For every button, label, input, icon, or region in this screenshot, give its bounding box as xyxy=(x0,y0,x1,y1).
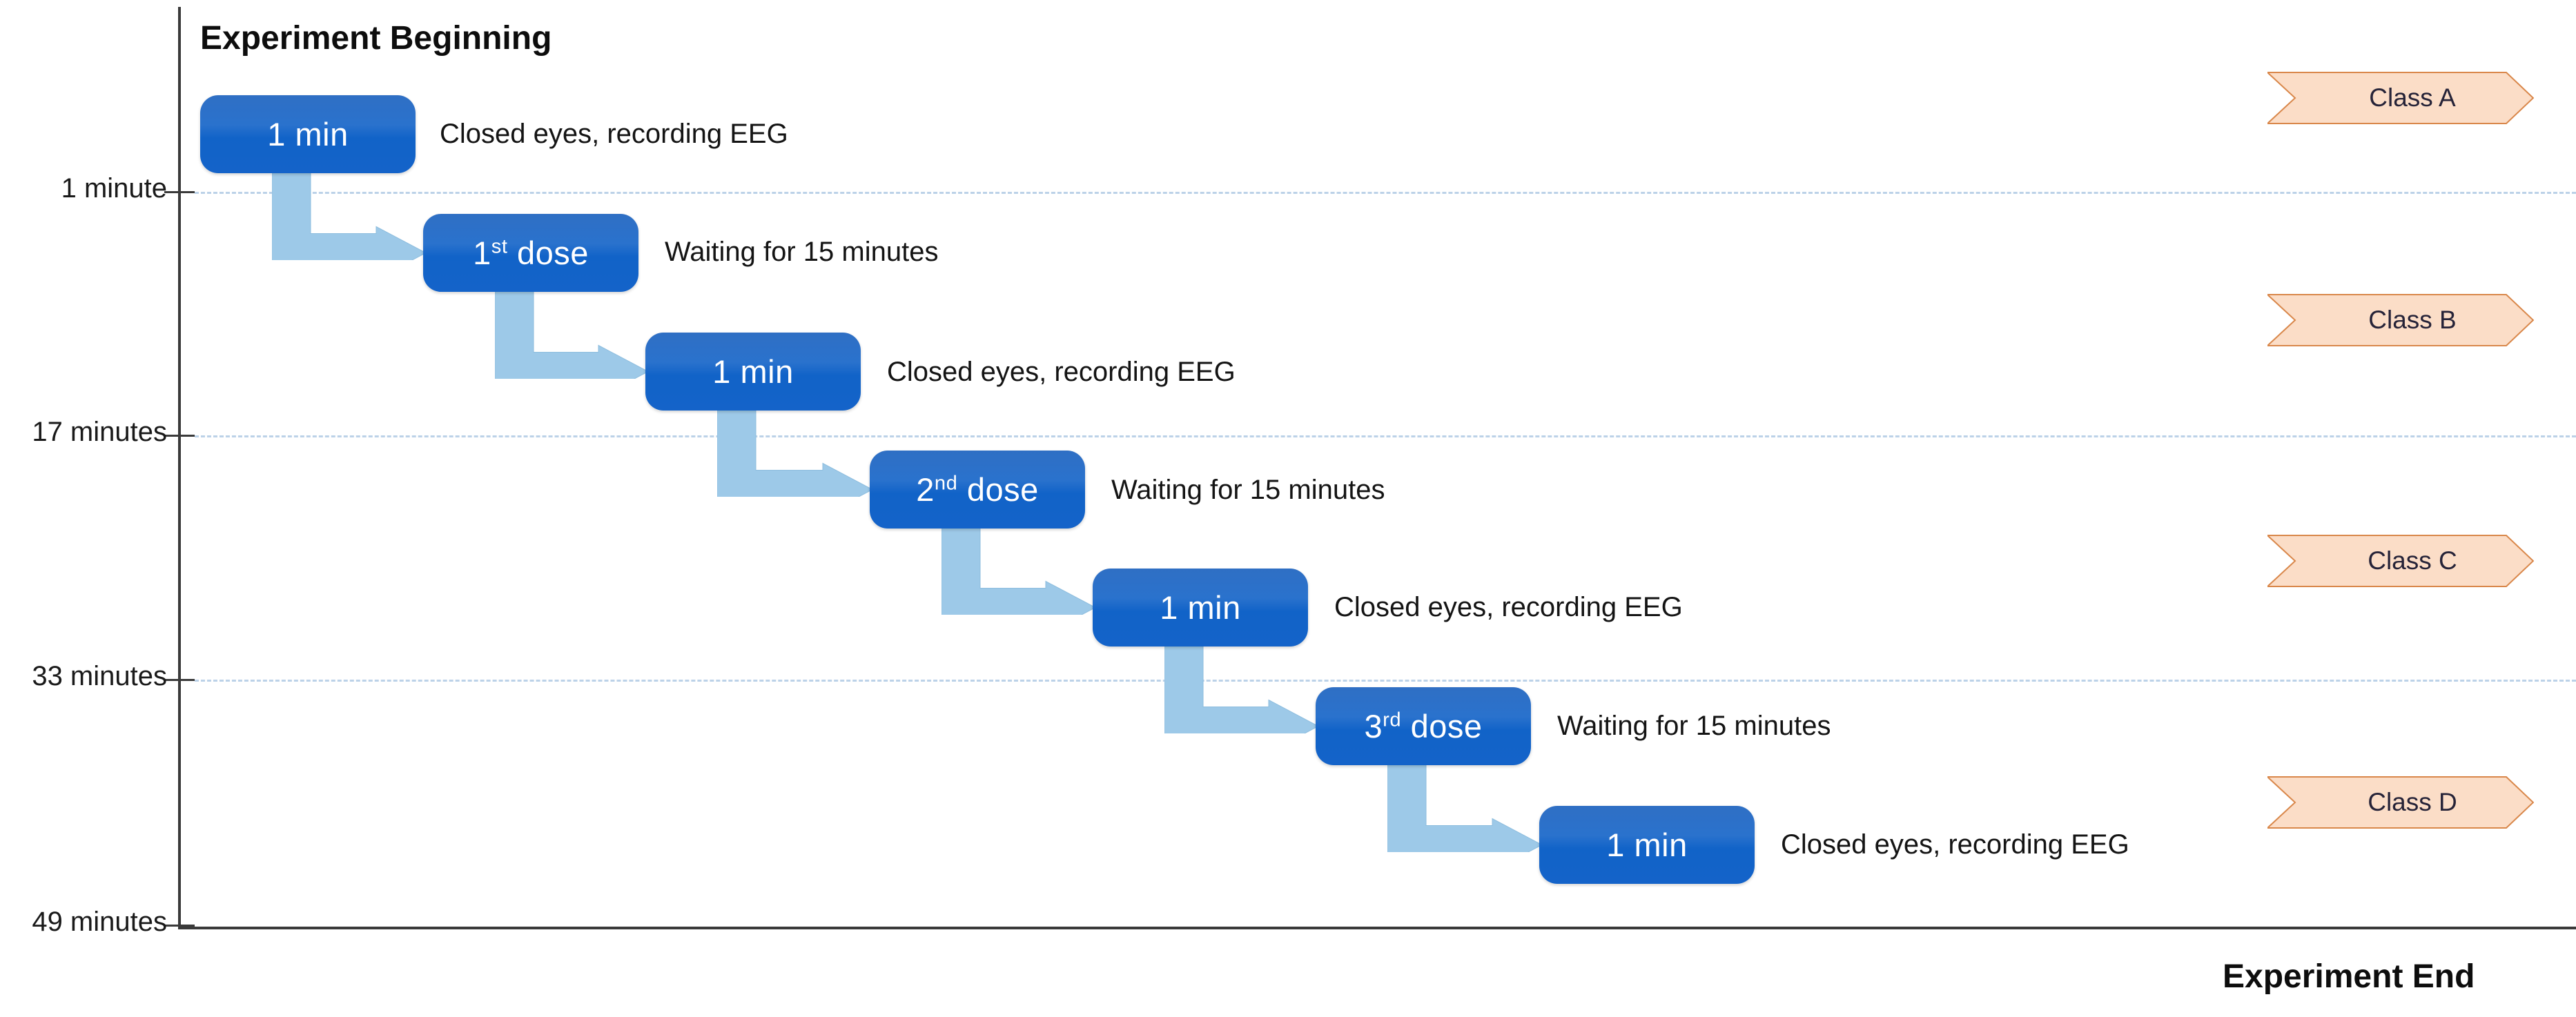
timeline-node-description: Closed eyes, recording EEG xyxy=(1334,592,1683,622)
timeline-node-label: 3rd dose xyxy=(1364,708,1483,744)
timeline-node-description: Closed eyes, recording EEG xyxy=(1781,829,2129,860)
axis-tick-mark xyxy=(164,435,195,437)
axis-tick-mark xyxy=(164,679,195,681)
timeline-node-label: 1 min xyxy=(712,353,794,390)
x-axis-line xyxy=(178,927,2576,929)
timeline-node[interactable]: 1st dose xyxy=(423,214,638,292)
class-chevron[interactable]: Class C xyxy=(2267,535,2534,587)
timeline-node-description: Waiting for 15 minutes xyxy=(665,237,939,267)
timeline-node[interactable]: 1 min xyxy=(1539,806,1755,884)
timeline-node[interactable]: 3rd dose xyxy=(1316,687,1531,765)
gridline xyxy=(195,192,2576,194)
axis-tick-mark xyxy=(164,191,195,193)
timeline-node-label: 1 min xyxy=(1160,589,1241,626)
timeline-node-label: 1 min xyxy=(267,116,349,152)
class-chevron-label: Class A xyxy=(2369,83,2456,112)
timeline-node[interactable]: 1 min xyxy=(200,95,416,173)
timeline-node-label: 1 min xyxy=(1606,827,1688,863)
timeline-node[interactable]: 1 min xyxy=(645,333,861,411)
elbow-arrow-icon xyxy=(1164,644,1325,733)
class-chevron[interactable]: Class B xyxy=(2267,294,2534,346)
class-chevron-label: Class C xyxy=(2368,546,2457,575)
timeline-node[interactable]: 1 min xyxy=(1093,569,1308,646)
axis-tick-label: 17 minutes xyxy=(32,417,167,447)
timeline-node-description: Waiting for 15 minutes xyxy=(1557,711,1831,741)
timeline-node-description: Closed eyes, recording EEG xyxy=(440,119,788,149)
class-chevron[interactable]: Class A xyxy=(2267,72,2534,124)
timeline-node-description: Closed eyes, recording EEG xyxy=(887,357,1236,387)
timeline-node-description: Waiting for 15 minutes xyxy=(1111,475,1385,505)
experiment-end-label: Experiment End xyxy=(2223,958,2475,995)
axis-tick-label: 49 minutes xyxy=(32,907,167,937)
class-chevron-label: Class B xyxy=(2368,306,2457,334)
elbow-arrow-icon xyxy=(495,289,655,379)
class-chevron[interactable]: Class D xyxy=(2267,776,2534,829)
gridline xyxy=(195,435,2576,437)
timeline-node[interactable]: 2nd dose xyxy=(870,451,1085,529)
elbow-arrow-icon xyxy=(272,170,433,260)
timeline-node-label: 2nd dose xyxy=(916,471,1039,508)
elbow-arrow-icon xyxy=(717,408,879,497)
elbow-arrow-icon xyxy=(1387,762,1549,852)
y-axis-line xyxy=(178,7,181,928)
page-title: Experiment Beginning xyxy=(200,20,552,57)
axis-tick-label: 33 minutes xyxy=(32,661,167,691)
axis-tick-mark xyxy=(164,925,195,927)
elbow-arrow-icon xyxy=(941,526,1102,615)
axis-tick-label: 1 minute xyxy=(61,173,167,204)
timeline-node-label: 1st dose xyxy=(473,235,589,271)
gridline xyxy=(195,680,2576,682)
class-chevron-label: Class D xyxy=(2368,788,2457,816)
